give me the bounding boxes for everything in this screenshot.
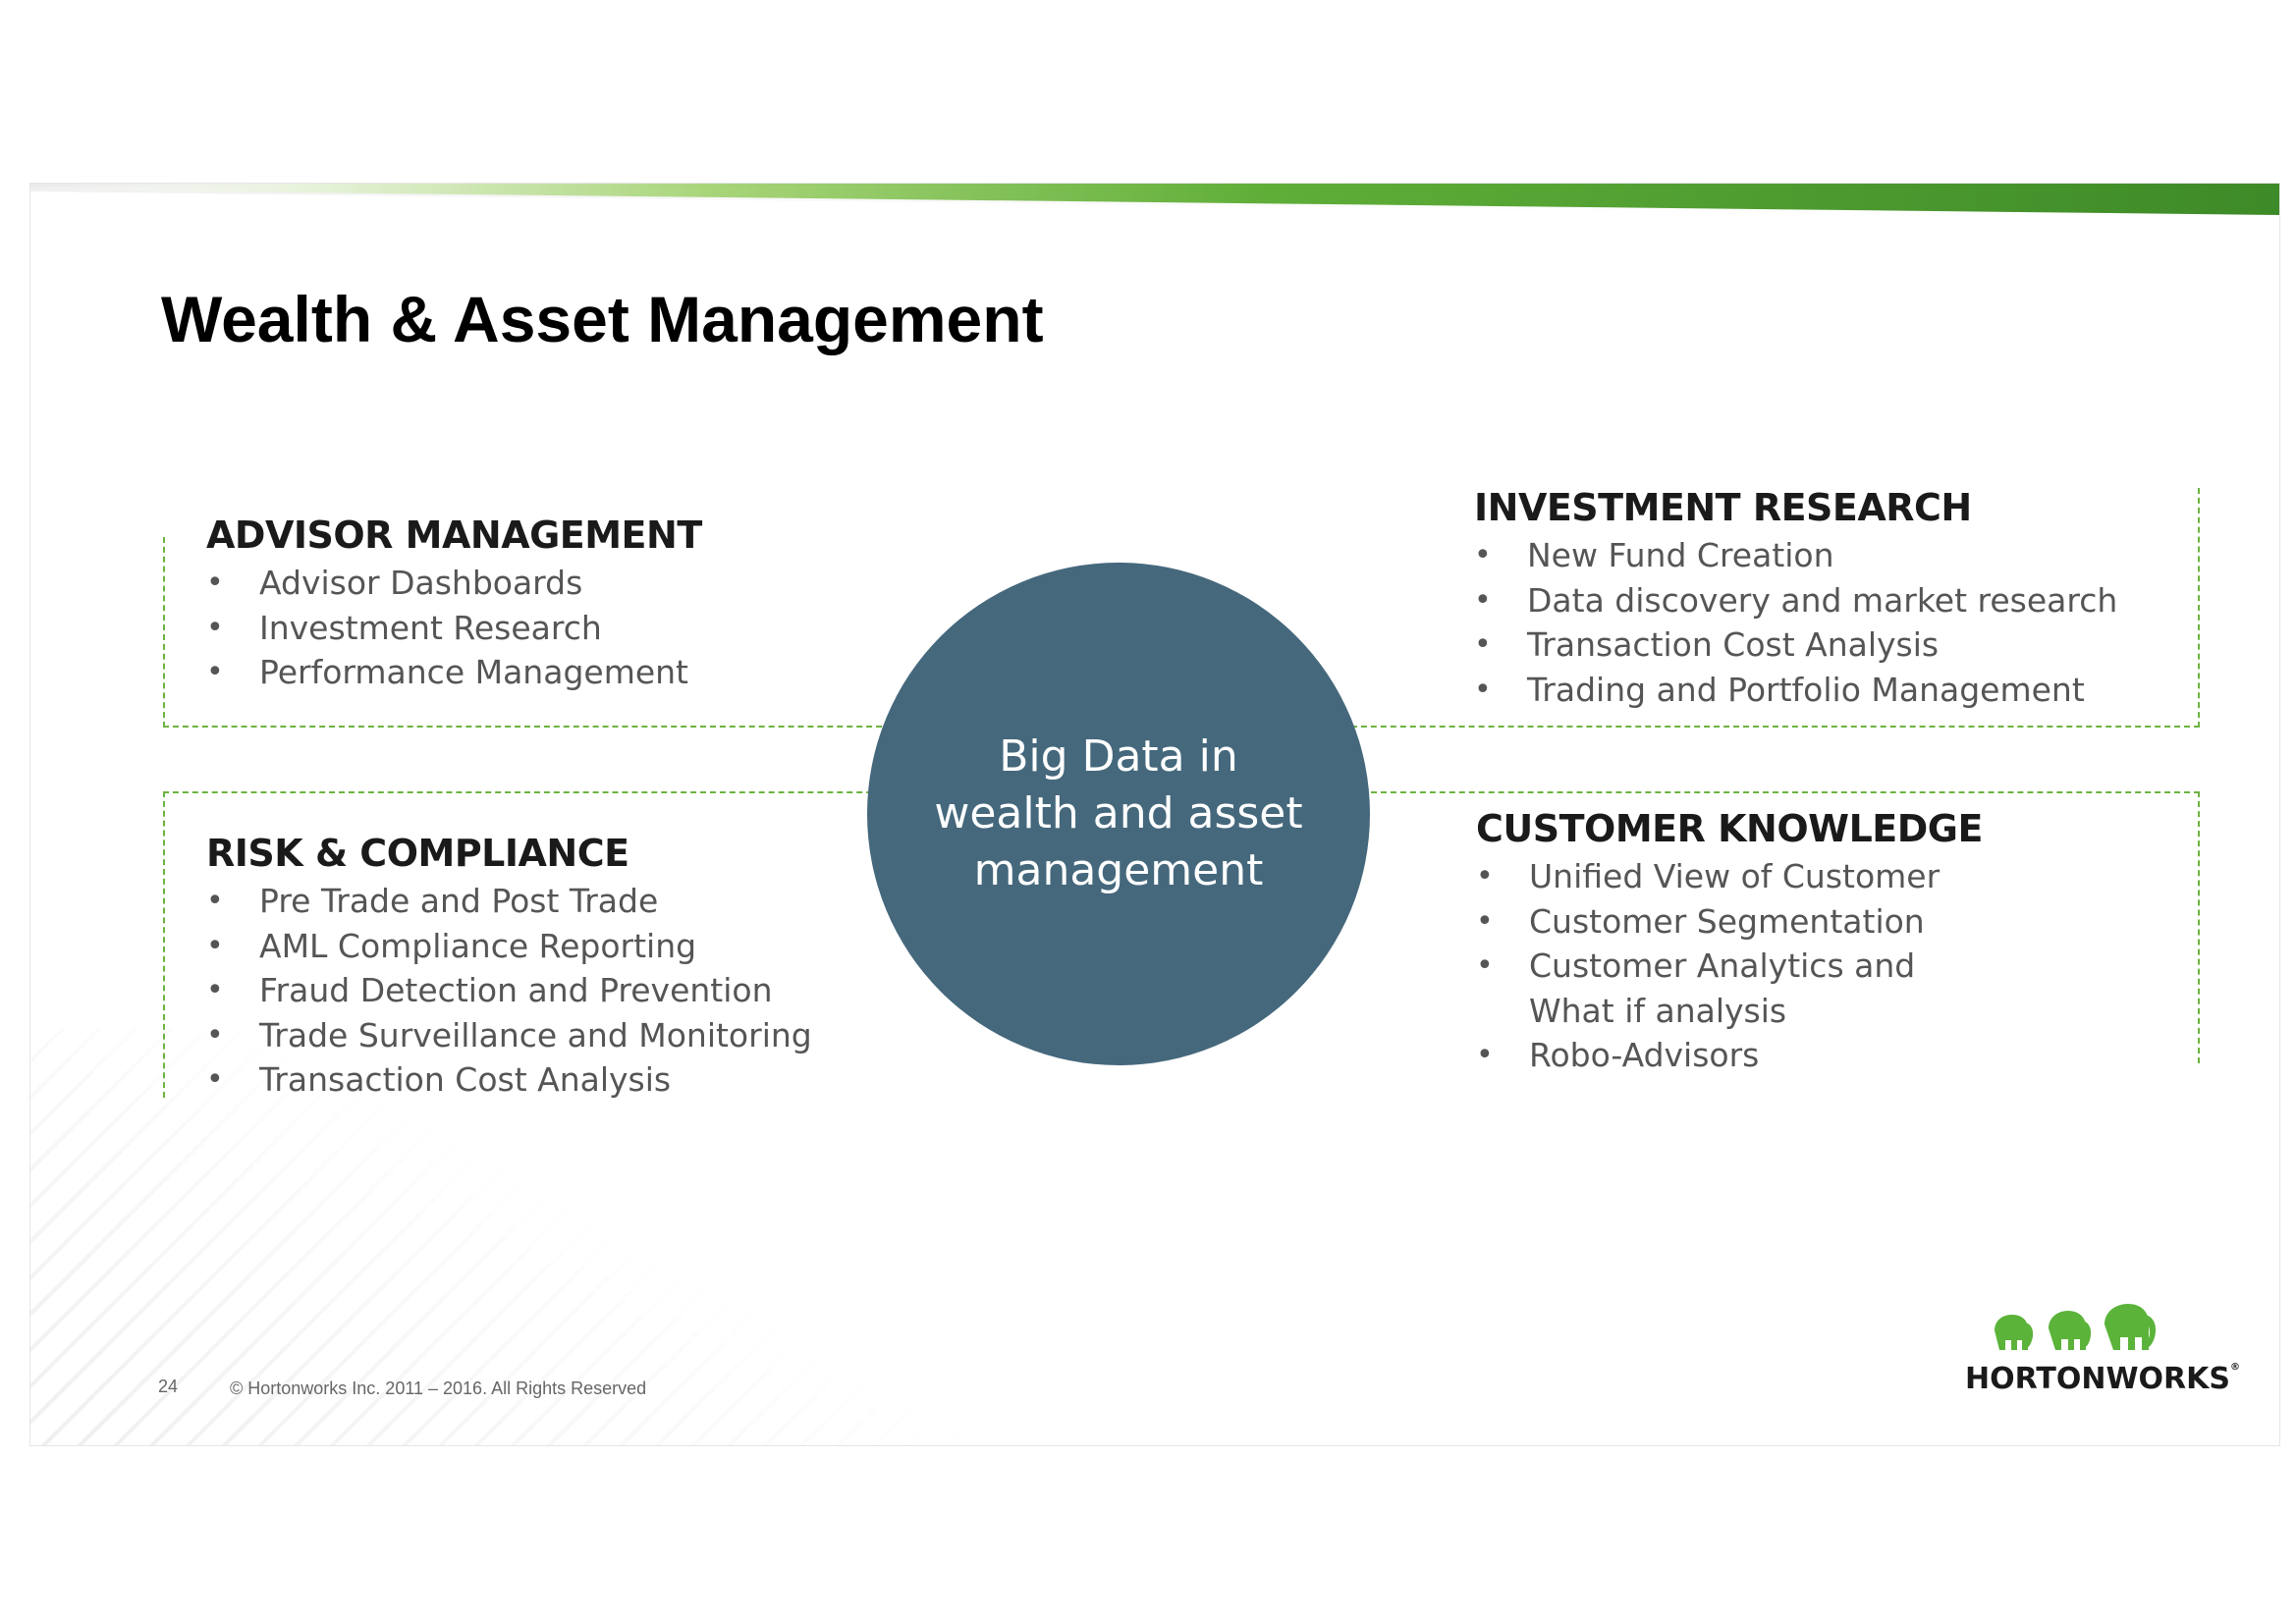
advisor-quadrant: ADVISOR MANAGEMENT Advisor Dashboards In… <box>206 514 702 695</box>
investment-heading: INVESTMENT RESEARCH <box>1474 486 1972 529</box>
center-line: wealth and asset <box>934 788 1303 838</box>
registered-mark: ® <box>2230 1362 2240 1373</box>
list-item: AML Compliance Reporting <box>206 924 812 969</box>
list-item: Unified View of Customer <box>1476 854 1983 899</box>
customer-frame <box>1371 791 2200 1063</box>
slide-title: Wealth & Asset Management <box>161 283 1044 355</box>
list-item: Data discovery and market research <box>1474 578 2117 623</box>
risk-heading: RISK & COMPLIANCE <box>206 832 629 875</box>
center-label: Big Data in wealth and asset management <box>867 729 1370 899</box>
list-item: Trading and Portfolio Management <box>1474 668 2117 713</box>
slide: Wealth & Asset Management Big Data in we… <box>29 183 2280 1446</box>
customer-heading: CUSTOMER KNOWLEDGE <box>1476 807 1983 850</box>
list-item: Robo-Advisors <box>1476 1033 1983 1078</box>
list-item: Pre Trade and Post Trade <box>206 879 812 924</box>
hortonworks-logo: HORTONWORKS® <box>1965 1303 2240 1401</box>
customer-list: Unified View of Customer Customer Segmen… <box>1476 854 1983 1078</box>
elephant-herd-icon <box>1995 1304 2157 1350</box>
customer-quadrant: CUSTOMER KNOWLEDGE Unified View of Custo… <box>1476 807 1983 1078</box>
list-item: New Fund Creation <box>1474 533 2117 578</box>
center-line: Big Data in <box>999 731 1238 782</box>
risk-list: Pre Trade and Post Trade AML Compliance … <box>206 879 812 1103</box>
investment-list: New Fund Creation Data discovery and mar… <box>1474 533 2117 712</box>
list-item: What if analysis <box>1529 991 1787 1030</box>
advisor-heading: ADVISOR MANAGEMENT <box>206 514 702 557</box>
list-item: Transaction Cost Analysis <box>1474 622 2117 668</box>
list-item: Advisor Dashboards <box>206 561 702 606</box>
list-item: Performance Management <box>206 650 702 695</box>
center-line: management <box>973 845 1264 895</box>
investment-quadrant: INVESTMENT RESEARCH New Fund Creation Da… <box>1474 486 2117 712</box>
risk-quadrant: RISK & COMPLIANCE Pre Trade and Post Tra… <box>206 832 812 1103</box>
page-number: 24 <box>158 1377 179 1396</box>
risk-frame <box>163 791 892 1098</box>
logo-wordmark-text: HORTONWORKS <box>1965 1362 2230 1396</box>
list-item: Customer Analytics and <box>1476 944 1983 989</box>
list-item: Investment Research <box>206 606 702 651</box>
investment-frame <box>1312 488 2200 728</box>
advisor-list: Advisor Dashboards Investment Research P… <box>206 561 702 695</box>
list-item: Trade Surveillance and Monitoring <box>206 1013 812 1058</box>
center-circle <box>867 563 1370 1065</box>
top-accent-bar <box>30 184 2279 219</box>
list-item: Fraud Detection and Prevention <box>206 968 812 1013</box>
copyright-notice: © Hortonworks Inc. 2011 – 2016. All Righ… <box>230 1379 647 1398</box>
logo-wordmark: HORTONWORKS® <box>1965 1362 2240 1396</box>
advisor-frame <box>163 537 892 728</box>
list-item: Transaction Cost Analysis <box>206 1057 812 1103</box>
list-item: Customer Segmentation <box>1476 899 1983 945</box>
